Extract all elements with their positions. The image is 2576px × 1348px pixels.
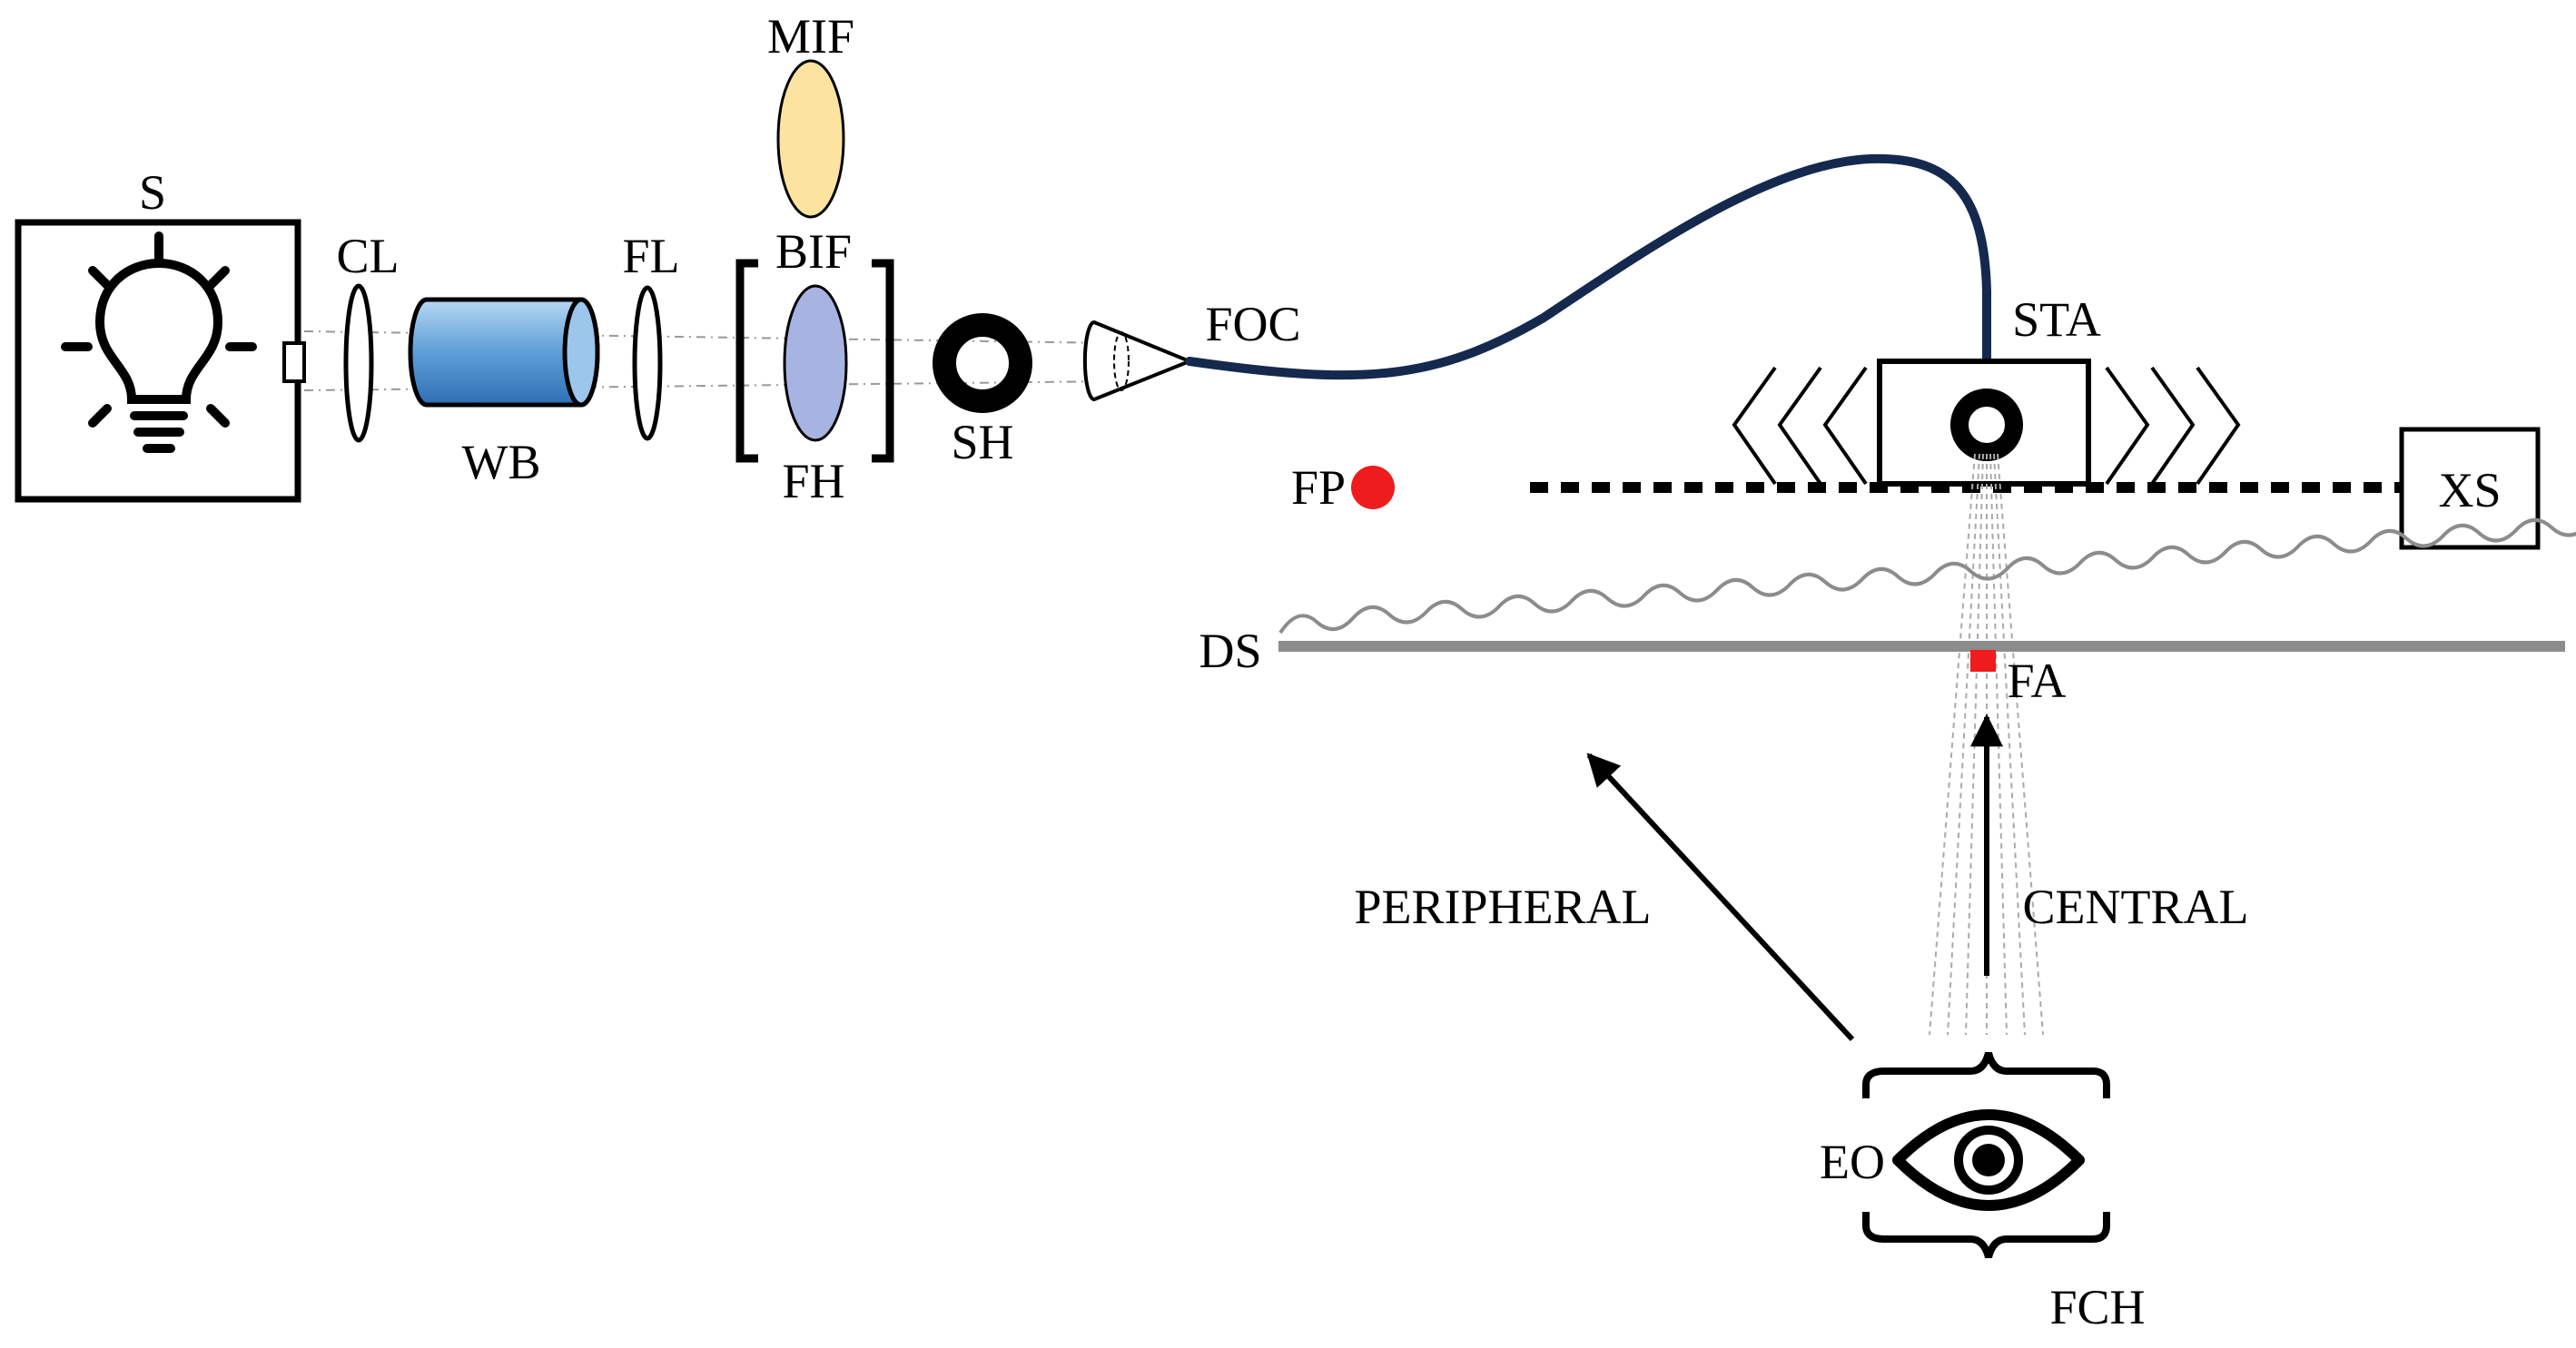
peripheral-arrow <box>1586 753 1855 1042</box>
stage: STA <box>1732 292 2241 487</box>
top-brace <box>1862 1051 2110 1098</box>
filter-holder-label: FH <box>782 454 844 508</box>
fixation-point: FP <box>1291 460 1395 515</box>
eye-observer-label: EO <box>1820 1135 1885 1189</box>
central-label: CENTRAL <box>2023 880 2249 934</box>
light-bulb-icon <box>61 231 257 453</box>
fixation-point-label: FP <box>1291 460 1346 515</box>
eye-observer: EO FCH <box>1820 1051 2146 1334</box>
move-left-chevrons <box>1732 366 1868 486</box>
light-source: S <box>15 165 306 503</box>
x-stage-label: XS <box>2438 463 2501 517</box>
coupler-label: FOC <box>1205 297 1300 351</box>
eye-icon <box>1892 1109 2085 1211</box>
field-area: FA <box>1970 650 2067 708</box>
peripheral-label: PERIPHERAL <box>1354 880 1651 934</box>
shutter-label: SH <box>951 415 1013 469</box>
diffusing-screen-label: DS <box>1199 624 1261 678</box>
water-bath: WB <box>408 297 600 489</box>
focusing-lens-label: FL <box>622 229 679 283</box>
main-interference-filter: MIF <box>767 9 854 219</box>
focusing-lens: FL <box>622 229 680 441</box>
water-bath-label: WB <box>462 435 541 489</box>
source-label: S <box>139 165 166 220</box>
main-filter-label: MIF <box>767 9 854 64</box>
filter-holder: BIF FH <box>735 224 894 508</box>
blocking-filter-label: BIF <box>775 224 852 279</box>
shutter: SH <box>933 313 1032 469</box>
optical-fiber <box>1185 153 1991 418</box>
fixation-chin-holder-label: FCH <box>2049 1280 2145 1334</box>
stage-label: STA <box>2012 292 2101 347</box>
move-right-chevrons <box>2105 366 2241 486</box>
bottom-brace <box>1862 1212 2110 1259</box>
field-area-label: FA <box>2007 654 2066 708</box>
diffusing-screen: DS <box>1199 518 2576 678</box>
collimating-lens-label: CL <box>336 229 399 283</box>
fiber-optic-coupler: FOC <box>1082 297 1301 402</box>
collimating-lens: CL <box>336 229 400 443</box>
